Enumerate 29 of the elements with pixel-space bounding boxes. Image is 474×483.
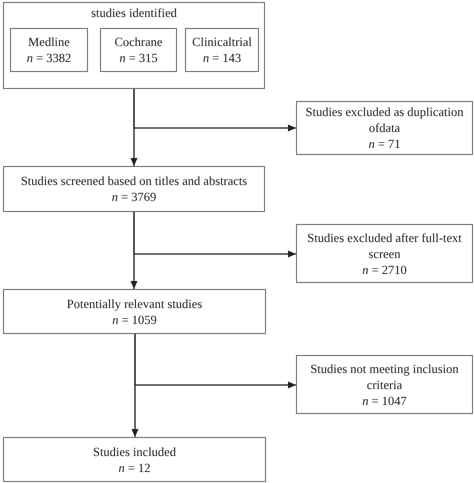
step-label: Studies included [93,444,176,460]
step-label: Medline [28,34,70,50]
count-label: n = 1047 [362,392,407,408]
count-label: n = 71 [368,136,401,152]
group-box [3,2,265,89]
count-label: n = 143 [202,50,242,66]
exclusion-box [296,355,473,414]
count-label: n = 2710 [362,262,407,278]
count-label: n = 3382 [26,50,72,66]
process-box [3,166,265,212]
step-label: studies identified [91,5,177,21]
process-box [3,289,266,334]
step-label: Clinicaltrial [192,34,252,50]
source-box [10,28,88,72]
arrow [130,89,138,166]
count-label: n = 1059 [112,312,157,328]
arrow [132,334,138,437]
count-label: n = 315 [119,50,158,66]
source-box [185,28,259,72]
arrow [130,212,138,289]
count-label: n = 12 [118,460,151,476]
step-label: Cochrane [114,34,162,50]
step-label: Potentially relevant studies [66,296,202,312]
process-box [3,437,266,482]
step-label: Studies screened based on titles and abstracts [20,173,248,189]
source-box [100,28,177,72]
exclusion-box [296,224,473,283]
count-label: n = 3769 [112,189,156,205]
exclusion-box [296,101,473,155]
